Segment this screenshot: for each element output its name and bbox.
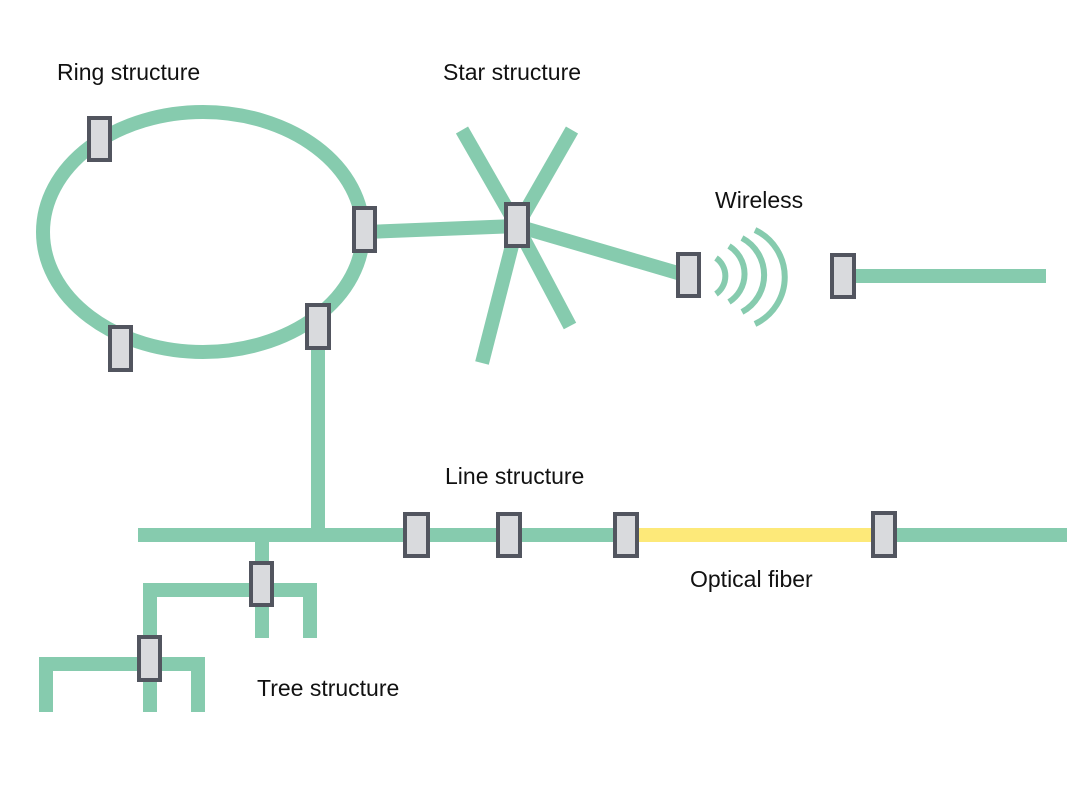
wireless-wave-2: [727, 243, 748, 305]
star-structure-label: Star structure: [443, 59, 581, 85]
ring-node-right: [352, 206, 377, 253]
tree-node-lower: [137, 635, 162, 682]
star-node-center: [504, 202, 530, 248]
ring-node-top: [87, 116, 112, 162]
wireless-label: Wireless: [715, 187, 803, 213]
tree-node-upper: [249, 561, 274, 607]
ring-node-bottom-right: [305, 303, 331, 350]
wireless-wave-1: [714, 255, 729, 297]
tree-lower-branch: [39, 657, 205, 712]
wireless-wave-3: [740, 235, 768, 315]
wireless-wave-4: [753, 227, 788, 327]
labels: Ring structure Star structure Wireless L…: [57, 59, 813, 701]
line-node-2: [496, 512, 522, 558]
wireless-waves: [714, 227, 788, 327]
optical-fiber-label: Optical fiber: [690, 566, 813, 592]
line-node-4: [871, 511, 897, 558]
line-structure-label: Line structure: [445, 463, 584, 489]
star-spoke-lower-left: [475, 224, 524, 365]
ring-node-bottom-left: [108, 325, 133, 372]
wireless-node-left: [676, 252, 701, 298]
wireless-node-right: [830, 253, 856, 299]
ring-to-star-cable: [364, 219, 518, 239]
star-to-wireless-cable: [515, 219, 690, 283]
line-node-3: [613, 512, 639, 558]
nodes: [87, 116, 897, 682]
tree-structure-label: Tree structure: [257, 675, 399, 701]
ring-structure-label: Ring structure: [57, 59, 200, 85]
line-node-1: [403, 512, 430, 558]
star-structure: [455, 126, 690, 365]
